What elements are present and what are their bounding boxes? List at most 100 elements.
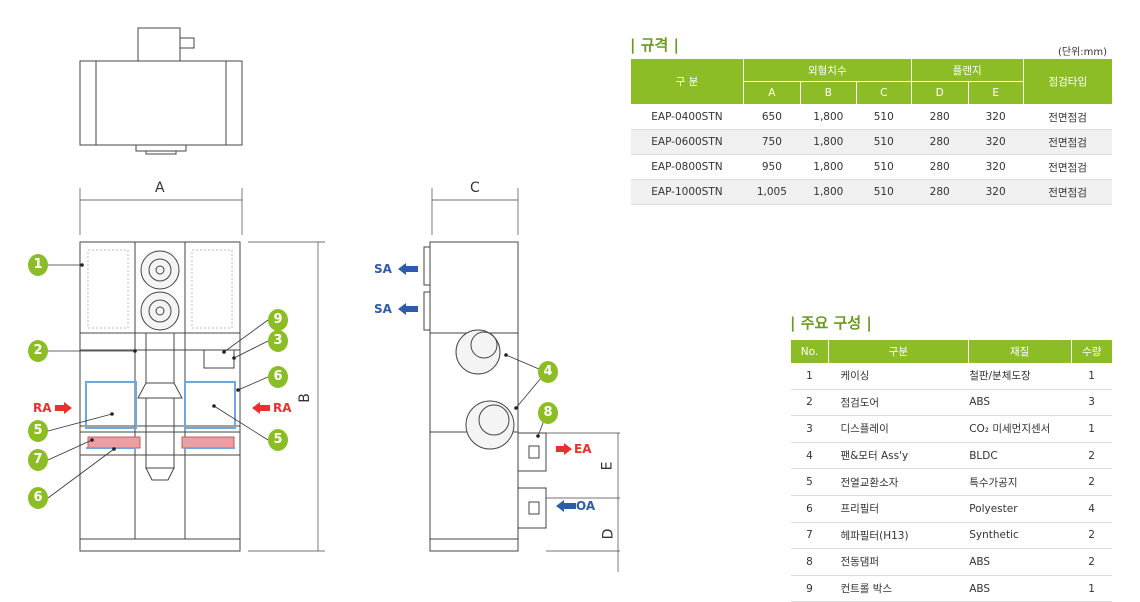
table-cell: 320	[968, 179, 1024, 205]
parts-header-category: 구분	[827, 340, 969, 363]
table-cell: 2	[1071, 522, 1112, 550]
table-cell: 510	[856, 104, 912, 130]
spec-subheader: C	[855, 81, 912, 105]
table-cell: 8	[790, 548, 829, 576]
table-cell: 4	[1071, 495, 1112, 523]
parts-header-no: No.	[790, 340, 829, 363]
flow-sa-label: SA	[374, 262, 392, 276]
flow-ra-label: RA	[273, 401, 292, 415]
table-cell: ABS	[968, 389, 1072, 417]
callout-7-badge	[28, 449, 48, 471]
equipment-drawing	[47, 27, 620, 572]
table-cell: 팬&모터 Ass'y	[828, 442, 969, 470]
table-cell: 디스플레이	[828, 415, 969, 443]
spec-subheader: A	[742, 81, 801, 105]
table-cell: EAP-1000STN	[630, 179, 744, 205]
table-cell: 전동댐퍼	[828, 548, 969, 576]
table-cell: 점검도어	[828, 389, 969, 417]
table-cell: 650	[743, 104, 801, 130]
spec-header-flange: 플랜지	[910, 59, 1024, 82]
table-cell: 전열교환소자	[828, 468, 969, 496]
table-cell: 전면점검	[1023, 104, 1112, 130]
flow-oa-label: OA	[576, 499, 596, 513]
table-cell: 280	[911, 154, 969, 180]
table-cell: 3	[1071, 389, 1112, 417]
callout-4: 4	[543, 364, 553, 379]
table-cell: 전면점검	[1023, 154, 1112, 180]
callout-4-badge	[538, 361, 558, 383]
table-cell: ABS	[968, 575, 1072, 602]
table-cell: 1,005	[743, 179, 801, 205]
table-cell: 1	[790, 363, 829, 390]
table-cell: 1,800	[800, 104, 857, 130]
callout-5: 5	[273, 432, 283, 447]
arrow-icon	[398, 263, 576, 512]
callout-1: 1	[33, 257, 43, 272]
table-cell: 280	[911, 129, 969, 155]
table-cell: 280	[911, 104, 969, 130]
callout-3: 3	[273, 333, 283, 348]
spec-unit: (단위:mm)	[1058, 47, 1108, 58]
callout-8: 8	[543, 405, 553, 420]
callout-6-badge	[28, 487, 48, 509]
table-cell: EAP-0800STN	[630, 154, 744, 180]
callout-3-badge	[268, 330, 288, 352]
table-cell: 2	[1071, 468, 1112, 496]
table-cell: 프리필터	[828, 495, 969, 523]
table-cell: 5	[790, 468, 829, 496]
table-cell: 320	[968, 129, 1024, 155]
dim-a-label: A	[155, 180, 165, 196]
callout-2-badge	[28, 340, 48, 362]
callout-layer	[28, 254, 558, 509]
table-cell: 3	[790, 415, 829, 443]
table-cell: EAP-0400STN	[630, 104, 744, 130]
table-cell: 컨트롤 박스	[828, 575, 969, 602]
flow-ea-label: EA	[574, 442, 592, 456]
table-cell: Polyester	[968, 495, 1072, 523]
callout-9-badge	[268, 309, 288, 331]
callout-7: 7	[33, 452, 43, 467]
table-cell: 320	[968, 104, 1024, 130]
spec-subheader: D	[910, 81, 969, 105]
callout-6-badge	[268, 366, 288, 388]
table-cell: 750	[743, 129, 801, 155]
table-cell: 6	[790, 495, 829, 523]
spec-header-outer: 외형치수	[742, 59, 912, 82]
parts-header-qty: 수량	[1070, 340, 1112, 363]
table-cell: 510	[856, 179, 912, 205]
flow-sa-label: SA	[374, 302, 392, 316]
flow-ra-label: RA	[33, 401, 52, 415]
callout-9: 9	[273, 312, 283, 327]
table-cell: 2	[790, 389, 829, 417]
table-cell: 1	[1071, 575, 1112, 602]
table-cell: 1,800	[800, 179, 857, 205]
table-cell: 2	[1071, 548, 1112, 576]
callout-6: 6	[273, 369, 283, 384]
table-cell: 7	[790, 522, 829, 550]
spec-subheader: E	[967, 81, 1024, 105]
table-cell: 전면점검	[1023, 179, 1112, 205]
table-cell: 전면점검	[1023, 129, 1112, 155]
table-cell: 1,800	[800, 154, 857, 180]
table-cell: ABS	[968, 548, 1072, 576]
table-cell: EAP-0600STN	[630, 129, 744, 155]
spec-header-inspection: 점검타입	[1022, 59, 1112, 105]
table-cell: Synthetic	[968, 522, 1072, 550]
dim-c-label: C	[470, 180, 480, 196]
table-cell: 4	[790, 442, 829, 470]
table-cell: 철판/분체도장	[968, 363, 1072, 390]
table-cell: 1	[1071, 363, 1112, 390]
spec-title: | 규격 |	[630, 36, 680, 54]
parts-header-material: 재질	[967, 340, 1072, 363]
spec-subheader: B	[799, 81, 857, 105]
